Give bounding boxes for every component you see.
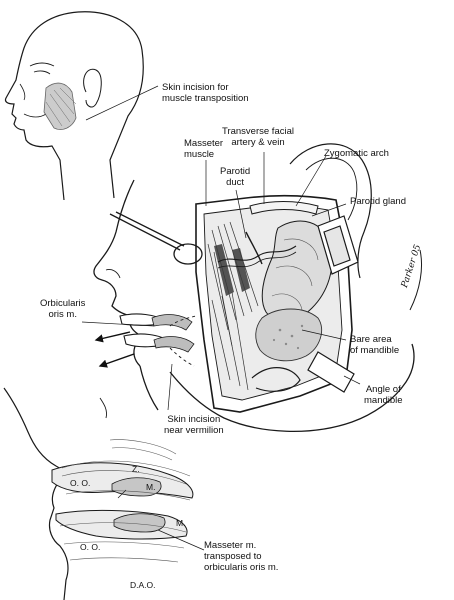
transposed-muscle-strips xyxy=(152,315,194,352)
label-orbicularis-oris: Orbicularis oris m. xyxy=(40,298,86,320)
inset-head-profile xyxy=(5,12,143,200)
parotid-duct xyxy=(246,232,262,264)
leader-lines xyxy=(82,86,360,550)
label-masseter-muscle: Masseter muscle xyxy=(184,138,224,160)
label-parotid-duct: Parotid duct xyxy=(220,166,251,188)
zygomatic-arch xyxy=(250,202,318,215)
label-oo-upper: O. O. xyxy=(70,478,91,488)
lower-inset-face xyxy=(4,388,107,600)
incision-dashes xyxy=(170,316,196,366)
label-skin-incision-vermilion: Skin incision near vermilion xyxy=(164,414,224,436)
ear-outline xyxy=(290,144,371,278)
label-dao: D.A.O. xyxy=(130,580,156,590)
label-m-lower: M. xyxy=(176,518,186,528)
retractor-lower-loop xyxy=(252,368,300,392)
label-z: Z. xyxy=(132,464,140,474)
lower-inset-fibers xyxy=(60,440,190,562)
retractor-lower-right xyxy=(308,352,354,392)
inset-incision-region xyxy=(44,83,76,129)
retractor-upper-right xyxy=(318,216,358,274)
bare-area-of-mandible xyxy=(256,309,322,361)
label-oo-lower: O. O. xyxy=(80,542,101,552)
label-angle-of-mandible: Angle of mandible xyxy=(364,384,403,406)
retractor-loop-left xyxy=(110,212,202,264)
main-face-profile xyxy=(94,180,422,431)
label-parotid-gland: Parotid gland xyxy=(350,196,406,207)
label-skin-incision-transposition: Skin incision for muscle transposition xyxy=(162,82,249,104)
traction-arrows xyxy=(94,332,134,368)
label-transverse-facial-artery-vein: Transverse facial artery & vein xyxy=(222,126,294,148)
masseter-dark-bands xyxy=(214,244,250,296)
label-m-upper: M. xyxy=(146,482,156,492)
label-zygomatic-arch: Zygomatic arch xyxy=(324,148,389,159)
label-masseter-transposed: Masseter m. transposed to orbicularis or… xyxy=(204,540,279,573)
label-bare-area-of-mandible: Bare area of mandible xyxy=(350,334,400,356)
